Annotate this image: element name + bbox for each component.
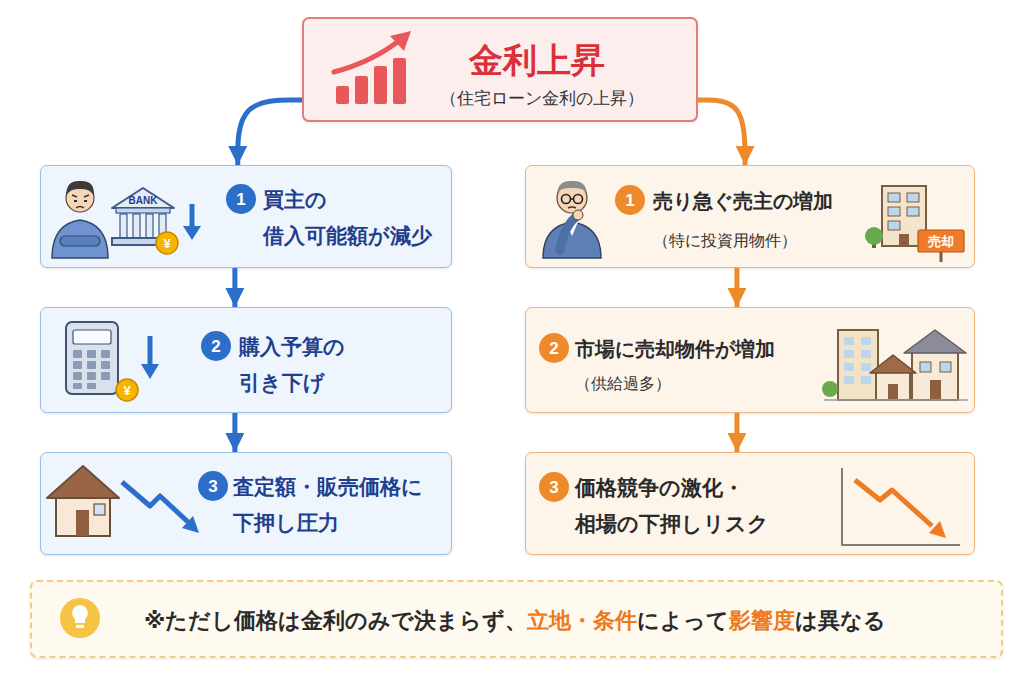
step-text: 買主の 借入可能額が減少 bbox=[263, 182, 443, 254]
step-text: 購入予算の 引き下げ bbox=[239, 329, 369, 401]
callout-number: 2 bbox=[549, 340, 558, 357]
flow-arrow bbox=[232, 268, 237, 307]
highlight-text: 影響度 bbox=[729, 608, 795, 633]
cause-box: 金利上昇 （住宅ローン金利の上昇） bbox=[302, 17, 698, 122]
process-box: 市場に売却物件が増加 （供給過多） bbox=[525, 307, 975, 413]
cause-subtitle: （住宅ローン金利の上昇） bbox=[422, 87, 662, 111]
note-box: ※ただし価格は金利のみで決まらず、立地・条件によって影響度は異なる bbox=[30, 580, 1003, 658]
flow-arrow bbox=[238, 100, 302, 165]
step-text: 査定額・販売価格に 下押し圧力 bbox=[233, 469, 433, 541]
flow-arrow bbox=[232, 413, 237, 452]
bank-sign-text: BANK bbox=[129, 196, 158, 206]
note-text: ※ただし価格は金利のみで決まらず、立地・条件によって影響度は異なる bbox=[144, 603, 994, 639]
step-note: （特に投資用物件） bbox=[653, 229, 883, 253]
highlight-text: 立地・条件 bbox=[527, 608, 637, 633]
process-box: 価格競争の激化・ 相場の下押しリスク bbox=[525, 452, 975, 555]
flow-arrow bbox=[734, 413, 739, 452]
process-box: 買主の 借入可能額が減少 bbox=[40, 165, 452, 268]
callout-number: 2 bbox=[211, 338, 220, 355]
callout-number: 1 bbox=[236, 191, 245, 208]
step-text: 売り急ぐ売主の増加 bbox=[653, 183, 883, 219]
yen-symbol: ¥ bbox=[123, 384, 130, 397]
process-box: 売り急ぐ売主の増加 （特に投資用物件） bbox=[525, 165, 975, 268]
plain-text: は異なる bbox=[795, 608, 886, 633]
for-sale-sign-text: 売却 bbox=[928, 235, 954, 248]
process-box: 査定額・販売価格に 下押し圧力 bbox=[40, 452, 452, 555]
cause-title: 金利上昇 bbox=[437, 38, 637, 82]
yen-symbol: ¥ bbox=[163, 237, 170, 250]
step-text: 市場に売却物件が増加 bbox=[575, 331, 835, 367]
plain-text: によって bbox=[637, 608, 729, 633]
callout-number: 3 bbox=[208, 478, 217, 495]
callout-number: 1 bbox=[625, 192, 634, 209]
step-text: 価格競争の激化・ 相場の下押しリスク bbox=[575, 470, 795, 542]
plain-text: ※ただし価格は金利のみで決まらず、 bbox=[144, 608, 527, 633]
flow-arrow bbox=[734, 268, 739, 307]
flow-arrow bbox=[698, 100, 745, 165]
step-note: （供給過多） bbox=[575, 372, 835, 396]
process-box: 購入予算の 引き下げ bbox=[40, 307, 452, 413]
callout-number: 3 bbox=[549, 479, 558, 496]
